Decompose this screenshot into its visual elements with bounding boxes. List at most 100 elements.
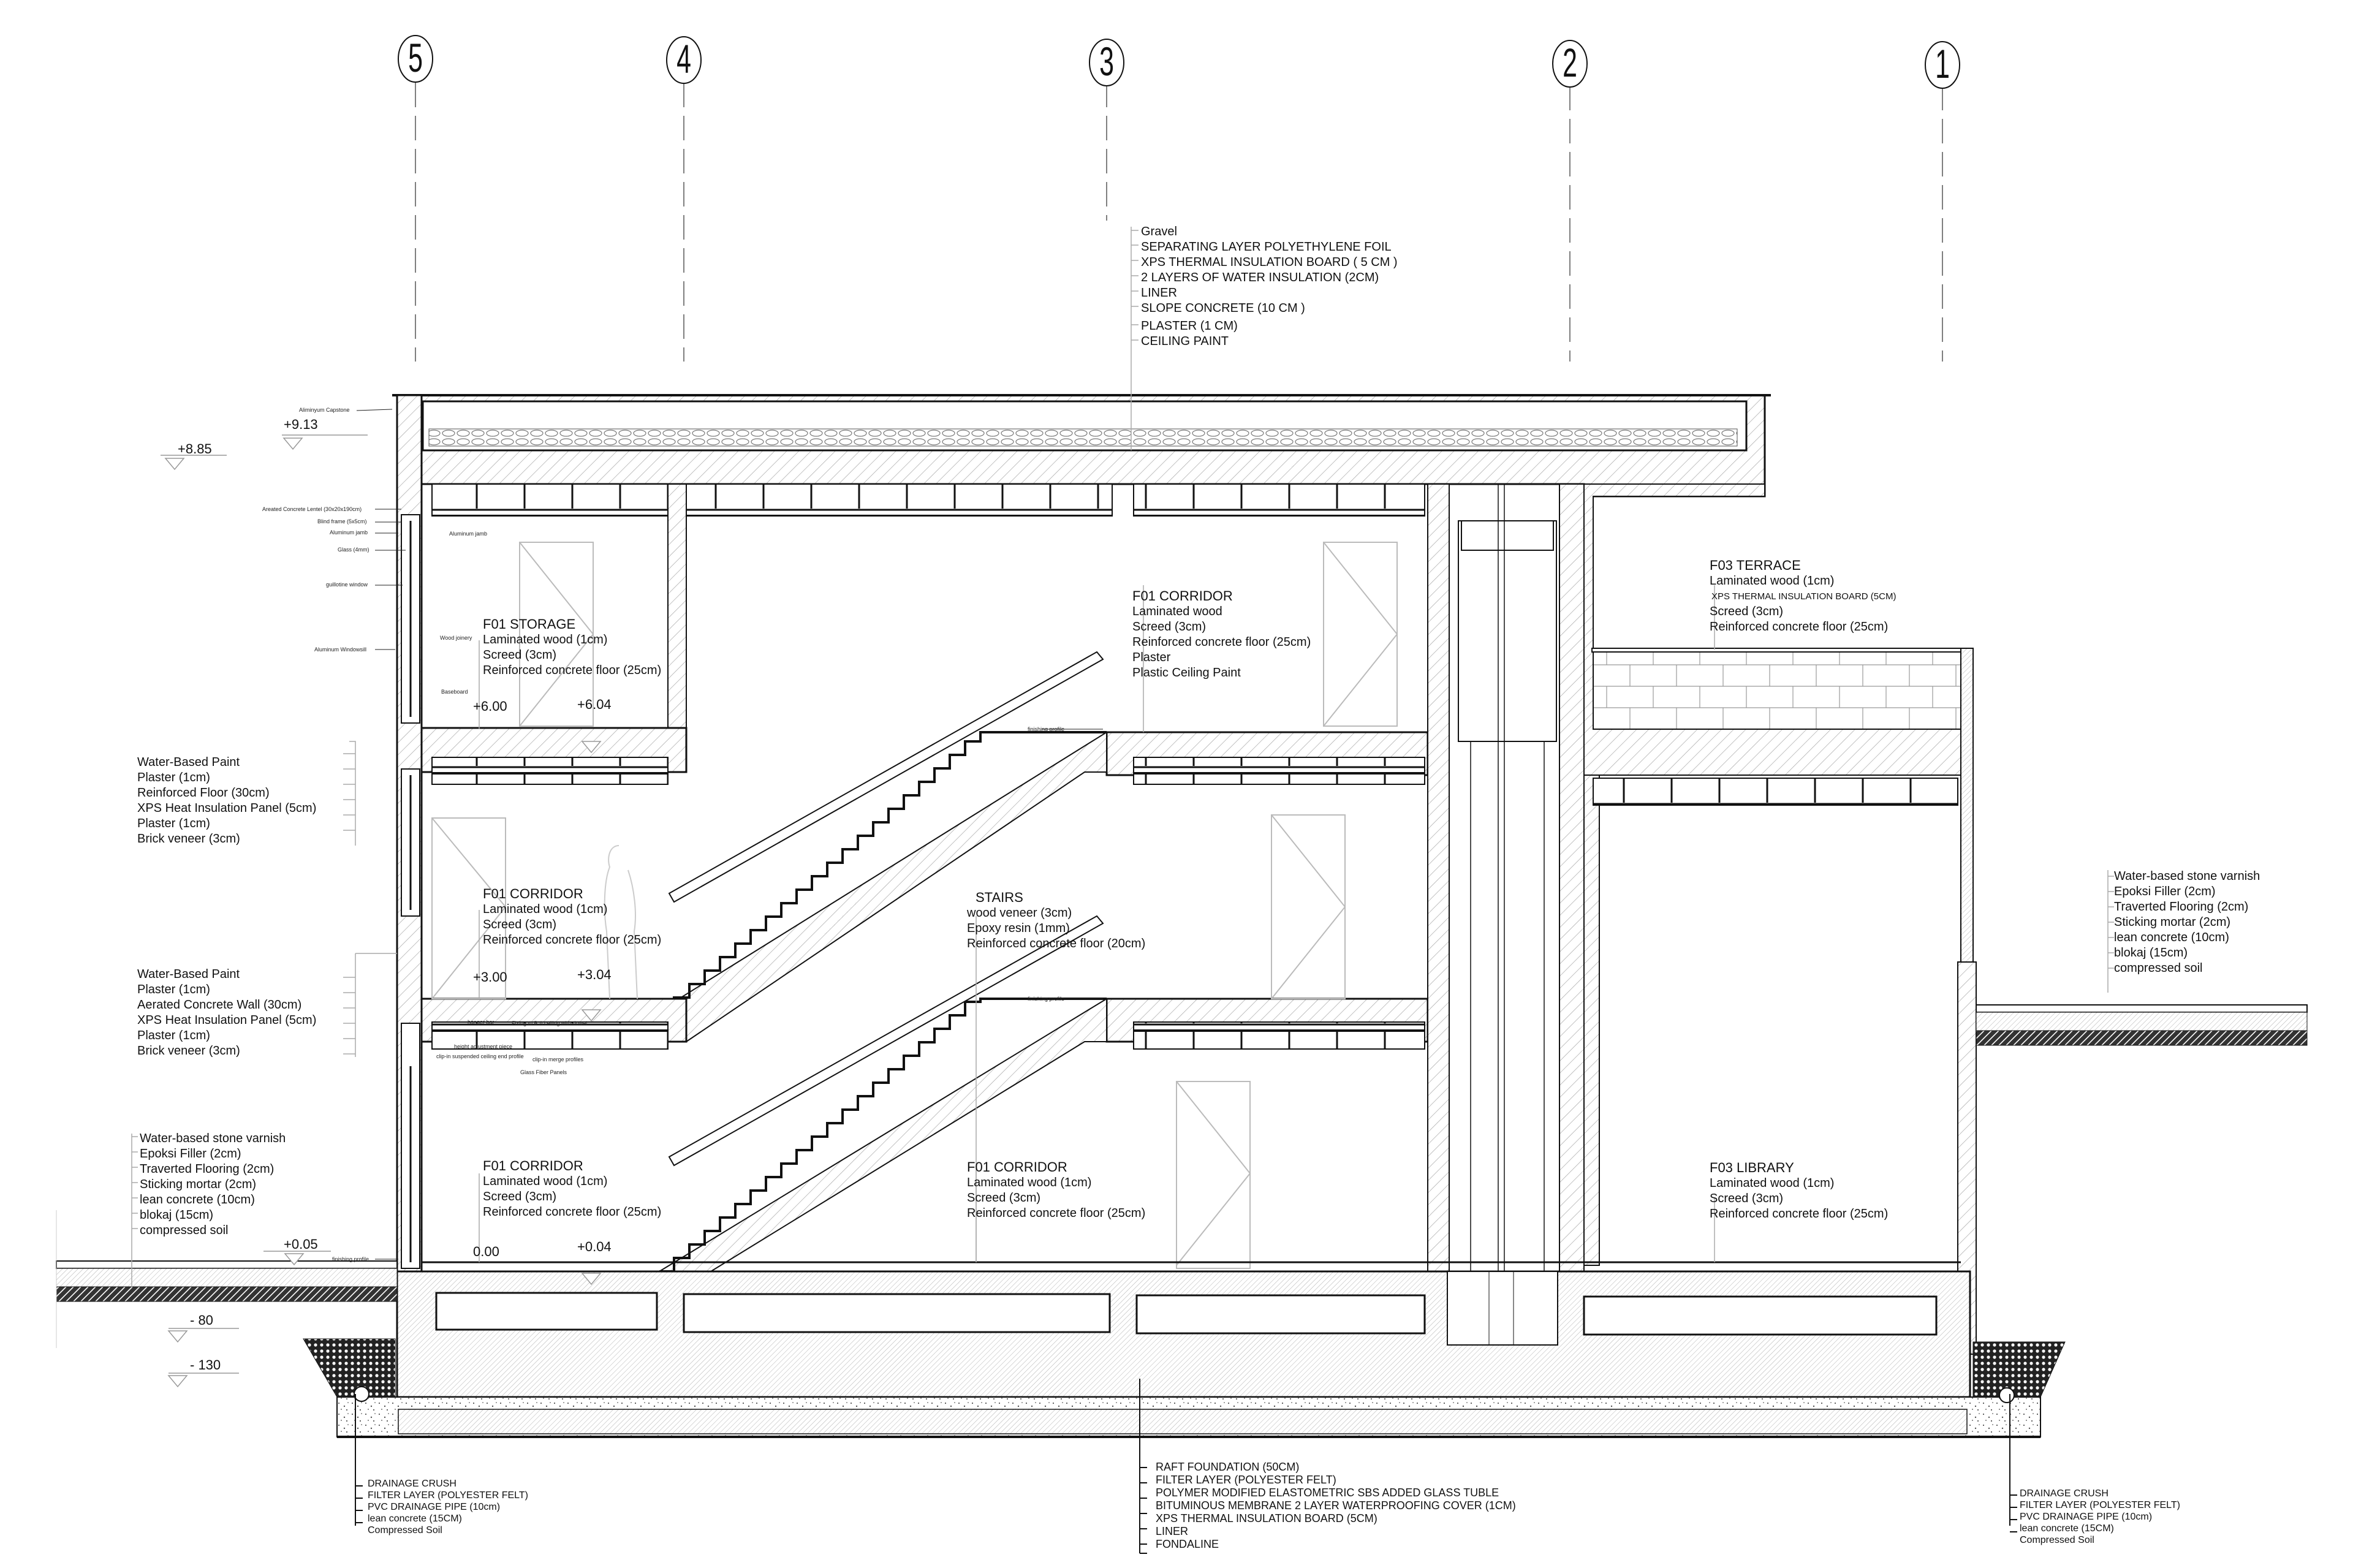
level-floor1-b: +3.04 xyxy=(577,967,612,982)
ground-layer: Traverted Flooring (2cm) xyxy=(2114,900,2249,914)
exterior-floor-left-layers: Water-based stone varnish Epoksi Filler … xyxy=(140,1131,286,1238)
level-minus-80: - 80 xyxy=(190,1312,213,1328)
room-corridor-top: F01 CORRIDOR Laminated wood Screed (3cm)… xyxy=(1132,588,1311,681)
roof-layer: CEILING PAINT xyxy=(1141,335,1229,348)
room-corridor-low-mid: F01 CORRIDOR Laminated wood (1cm) Screed… xyxy=(967,1159,1145,1221)
room-layer: Screed (3cm) xyxy=(1710,605,1784,618)
drainage-layer: Compressed Soil xyxy=(2020,1535,2094,1545)
ground-layer: Traverted Flooring (2cm) xyxy=(140,1162,275,1176)
level-capstone-top: +9.13 xyxy=(284,417,318,432)
room-layer: Reinforced concrete floor (25cm) xyxy=(483,933,662,947)
note-hanger-bar: hanger bar xyxy=(468,1019,494,1025)
foundation-layer: RAFT FOUNDATION (50CM) xyxy=(1156,1461,1300,1473)
level-roof: +8.85 xyxy=(178,441,212,456)
room-layer: Laminated wood (1cm) xyxy=(483,903,608,916)
roof-layer: LINER xyxy=(1141,286,1177,300)
drainage-layer: lean concrete (15CM) xyxy=(2020,1523,2114,1534)
room-layer: Reinforced concrete floor (25cm) xyxy=(1710,1207,1889,1221)
drainage-layer: FILTER LAYER (POLYESTER FELT) xyxy=(368,1490,528,1501)
wall-layer: Water-Based Paint xyxy=(137,756,240,769)
exterior-floor-right-layers: Water-based stone varnish Epoksi Filler … xyxy=(2114,869,2260,976)
ground-layer: Water-based stone varnish xyxy=(2114,869,2260,883)
drainage-layer: PVC DRAINAGE PIPE (10cm) xyxy=(368,1502,501,1512)
room-layer: Laminated wood (1cm) xyxy=(1710,574,1835,588)
wall-upper-layers: Water-Based Paint Plaster (1cm) Reinforc… xyxy=(137,755,316,847)
room-layer: XPS THERMAL INSULATION BOARD (5CM) xyxy=(1711,591,1896,602)
note-lintel: Areated Concrete Lentel (30x20x190cm) xyxy=(262,506,362,512)
note-windowsill: Aluminum Windowsill xyxy=(314,646,367,653)
room-layer: Screed (3cm) xyxy=(967,1191,1041,1205)
room-title: F01 CORRIDOR xyxy=(1132,588,1233,604)
level-ground-b: +0.04 xyxy=(577,1239,612,1254)
room-terrace: F03 TERRACE Laminated wood (1cm) XPS THE… xyxy=(1710,558,1896,635)
ground-layer: compressed soil xyxy=(2114,961,2203,975)
drainage-layer: DRAINAGE CRUSH xyxy=(368,1479,457,1489)
room-layer: Laminated wood xyxy=(1132,605,1222,618)
room-layer: Plastic Ceiling Paint xyxy=(1132,666,1241,680)
room-title: F01 CORRIDOR xyxy=(483,1158,583,1173)
room-layer: Screed (3cm) xyxy=(483,1190,557,1203)
roof-layer: 2 LAYERS OF WATER INSULATION (2CM) xyxy=(1141,271,1379,284)
roof-layer: Gravel xyxy=(1141,225,1177,238)
grid-axis-1: 1 xyxy=(1935,41,1950,86)
room-layer: Laminated wood (1cm) xyxy=(483,633,608,646)
ground-layer: blokaj (15cm) xyxy=(140,1208,214,1222)
roof-layer: SEPARATING LAYER POLYETHYLENE FOIL xyxy=(1141,240,1392,254)
room-layer: Laminated wood (1cm) xyxy=(967,1176,1092,1189)
stairs-note: STAIRS wood veneer (3cm) Epoxy resin (1m… xyxy=(967,890,1145,952)
grid-axis-5: 5 xyxy=(408,35,423,80)
wall-layer: Water-Based Paint xyxy=(137,968,240,981)
level-floor2-b: +6.04 xyxy=(577,697,612,712)
wall-layer: XPS Heat Insulation Panel (5cm) xyxy=(137,801,317,815)
note-guillotine: guillotine window xyxy=(326,581,368,588)
foundation-layer: BITUMINOUS MEMBRANE 2 LAYER WATERPROOFIN… xyxy=(1156,1499,1516,1512)
stairs-layer: Reinforced concrete floor (20cm) xyxy=(967,937,1146,950)
wall-layer: XPS Heat Insulation Panel (5cm) xyxy=(137,1013,317,1027)
wall-lower-layers: Water-Based Paint Plaster (1cm) Aerated … xyxy=(137,967,316,1059)
room-title: F01 CORRIDOR xyxy=(967,1159,1067,1175)
note-merge-profiles: clip-in merge profiles xyxy=(532,1056,584,1062)
foundation-layer: XPS THERMAL INSULATION BOARD (5CM) xyxy=(1156,1512,1377,1524)
note-finishing-profile-ground: finishing profile xyxy=(332,1256,369,1262)
room-layer: Reinforced concrete floor (25cm) xyxy=(1132,635,1311,649)
roof-layers-note: Gravel SEPARATING LAYER POLYETHYLENE FOI… xyxy=(1141,224,1398,349)
room-title: F03 TERRACE xyxy=(1710,558,1801,573)
roof-layer: PLASTER (1 CM) xyxy=(1141,319,1238,333)
room-layer: Reinforced concrete floor (25cm) xyxy=(967,1206,1146,1220)
drainage-layer: PVC DRAINAGE PIPE (10cm) xyxy=(2020,1512,2153,1522)
room-layer: Reinforced concrete floor (25cm) xyxy=(483,1205,662,1219)
room-layer: Laminated wood (1cm) xyxy=(1710,1176,1835,1190)
note-baseboard: Baseboard xyxy=(441,689,468,695)
ground-layer: compressed soil xyxy=(140,1224,229,1237)
ground-layer: lean concrete (10cm) xyxy=(2114,931,2229,944)
wall-layer: Brick veneer (3cm) xyxy=(137,1044,240,1058)
wall-layer: Brick veneer (3cm) xyxy=(137,832,240,846)
stairs-layer: wood veneer (3cm) xyxy=(967,906,1072,920)
foundation-layer: FONDALINE xyxy=(1156,1538,1219,1550)
note-finishing-profile-mid: finishing profile xyxy=(1028,996,1065,1002)
foundation-layer: LINER xyxy=(1156,1525,1189,1537)
wall-layer: Plaster (1cm) xyxy=(137,983,210,996)
room-layer: Screed (3cm) xyxy=(1710,1192,1784,1205)
note-blind-frame: Blind frame (5x5cm) xyxy=(317,518,367,525)
stairs-layer: Epoxy resin (1mm) xyxy=(967,922,1070,935)
note-finishing-profile-upper: finishing profile xyxy=(1028,726,1065,732)
level-floor1-a: +3.00 xyxy=(473,969,507,985)
foundation-layer: POLYMER MODIFIED ELASTOMETRIC SBS ADDED … xyxy=(1156,1487,1499,1499)
wall-layer: Plaster (1cm) xyxy=(137,817,210,830)
room-library: F03 LIBRARY Laminated wood (1cm) Screed … xyxy=(1710,1160,1888,1222)
grid-axis-4: 4 xyxy=(676,36,691,81)
room-layer: Reinforced concrete floor (25cm) xyxy=(483,664,662,677)
foundation-layer: FILTER LAYER (POLYESTER FELT) xyxy=(1156,1474,1336,1486)
foundation-layers: RAFT FOUNDATION (50CM) FILTER LAYER (POL… xyxy=(1156,1461,1516,1551)
room-layer: Plaster xyxy=(1132,651,1171,664)
note-jamb-right: Aluminum jamb xyxy=(449,531,488,537)
note-jamb-left: Aluminum jamb xyxy=(330,529,368,536)
room-corridor-low-left: F01 CORRIDOR Laminated wood (1cm) Screed… xyxy=(483,1158,661,1220)
ground-layer: blokaj (15cm) xyxy=(2114,946,2188,960)
drainage-layer: FILTER LAYER (POLYESTER FELT) xyxy=(2020,1500,2180,1510)
ground-layer: lean concrete (10cm) xyxy=(140,1193,255,1206)
ground-layer: Water-based stone varnish xyxy=(140,1132,286,1145)
level-floor2-a: +6.00 xyxy=(473,699,507,714)
